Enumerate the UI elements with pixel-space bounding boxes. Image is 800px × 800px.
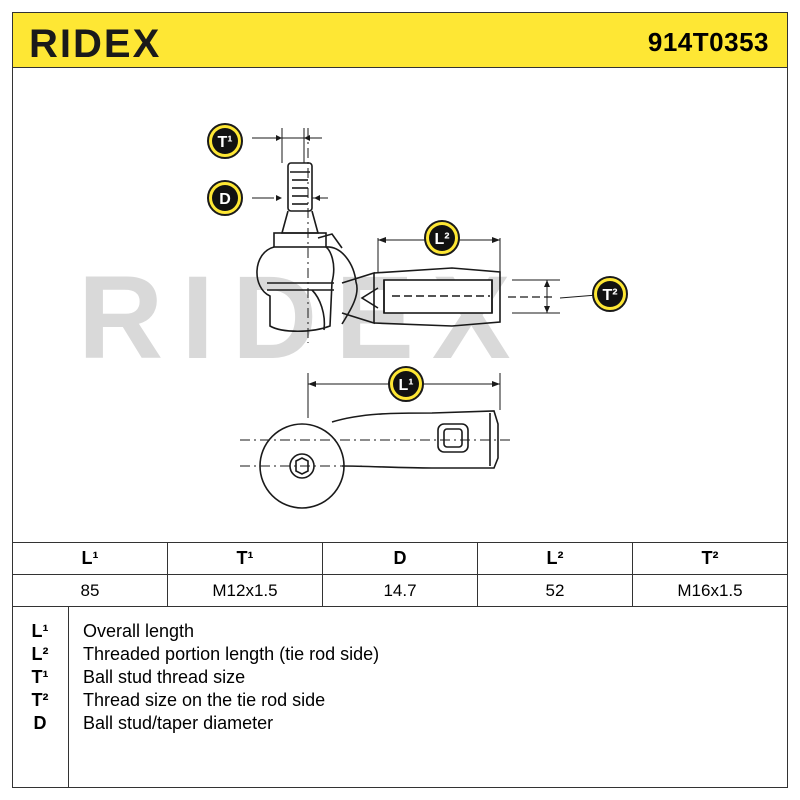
legend-item: L¹ Overall length xyxy=(12,620,788,642)
legend-desc: Threaded portion length (tie rod side) xyxy=(83,644,380,664)
svg-text:T¹: T¹ xyxy=(217,134,232,151)
top-view xyxy=(240,410,512,509)
callout-t1: T¹ xyxy=(207,123,243,159)
legend: L¹ Overall length L² Threaded portion le… xyxy=(12,606,788,788)
tie-rod-socket xyxy=(360,267,501,327)
legend-code: L¹ xyxy=(31,621,49,641)
spec-value-cell: M12x1.5 xyxy=(167,574,323,607)
legend-desc: Ball stud thread size xyxy=(83,667,246,687)
callout-d: D xyxy=(207,180,243,216)
legend-desc: Ball stud/taper diameter xyxy=(83,713,274,733)
part-number: 914T0353 xyxy=(647,27,769,57)
svg-text:T²: T² xyxy=(602,287,617,304)
legend-code: D xyxy=(33,713,47,733)
spec-table-header-row: L¹ T¹ D L² T² xyxy=(12,542,788,575)
spec-value-cell: 85 xyxy=(12,574,168,607)
callout-l1: L¹ xyxy=(388,366,424,402)
spec-table-value-row: 85 M12x1.5 14.7 52 M16x1.5 xyxy=(12,574,788,607)
spec-header-cell: D xyxy=(322,542,478,575)
spec-header-cell: T² xyxy=(632,542,788,575)
svg-text:D: D xyxy=(219,191,231,208)
spec-value-cell: M16x1.5 xyxy=(632,574,788,607)
callout-l2: L² xyxy=(424,220,460,256)
watermark-text: RIDEX xyxy=(78,252,529,384)
svg-text:RIDEX: RIDEX xyxy=(29,22,161,63)
spec-header-cell: L² xyxy=(477,542,633,575)
legend-code: T² xyxy=(31,690,49,710)
svg-text:L²: L² xyxy=(434,231,449,248)
spec-value-cell: 52 xyxy=(477,574,633,607)
legend-code: L² xyxy=(31,644,49,664)
ridex-logo: RIDEX xyxy=(29,22,161,63)
legend-item: D Ball stud/taper diameter xyxy=(12,712,788,734)
svg-text:L¹: L¹ xyxy=(398,377,413,394)
legend-desc: Thread size on the tie rod side xyxy=(83,690,326,710)
legend-code: T¹ xyxy=(31,667,49,687)
legend-desc: Overall length xyxy=(83,621,195,641)
ball-stud xyxy=(256,162,358,333)
spec-value-cell: 14.7 xyxy=(322,574,478,607)
callout-t2: T² xyxy=(592,276,628,312)
technical-drawing: RIDEX xyxy=(78,123,628,509)
spec-header-cell: T¹ xyxy=(167,542,323,575)
legend-divider xyxy=(68,607,69,788)
spec-table: L¹ T¹ D L² T² 85 M12x1.5 14.7 52 M16x1.5 xyxy=(12,542,788,607)
legend-item: T¹ Ball stud thread size xyxy=(12,666,788,688)
legend-item: T² Thread size on the tie rod side xyxy=(12,689,788,711)
spec-header-cell: L¹ xyxy=(12,542,168,575)
header-bar: RIDEX 914T0353 xyxy=(12,12,788,68)
legend-item: L² Threaded portion length (tie rod side… xyxy=(12,643,788,665)
